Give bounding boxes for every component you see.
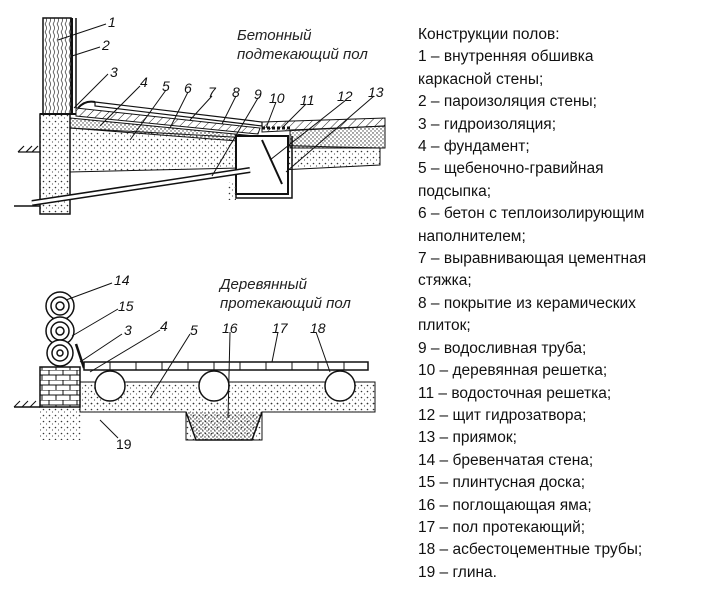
callout-1: 1 — [108, 14, 116, 30]
concrete-floor-section — [14, 17, 386, 215]
callout-19: 19 — [116, 436, 132, 452]
asbestos-pipes — [94, 370, 356, 402]
water-seal-board — [261, 139, 283, 185]
callout-5b: 5 — [190, 322, 198, 338]
brick-foundation — [39, 366, 81, 408]
callout-15: 15 — [118, 298, 134, 314]
legend-line: 17 – пол протекающий; — [418, 518, 586, 536]
callout-3: 3 — [110, 64, 118, 80]
legend-line: 14 – бревенчатая стена; — [418, 451, 594, 469]
legend-line: наполнителем; — [418, 227, 526, 245]
legend-line: стяжка; — [418, 272, 472, 290]
legend-line: 19 – глина. — [418, 563, 497, 581]
legend-line: плиток; — [418, 317, 471, 335]
callout-4: 4 — [140, 74, 148, 90]
callout-13: 13 — [368, 84, 384, 100]
legend-title: Конструкции полов: — [418, 26, 560, 43]
legend-line: 12 – щит гидрозатвора; — [418, 406, 587, 424]
caption-line: Деревянный — [220, 276, 307, 293]
legend-line: 10 – деревянная решетка; — [418, 362, 608, 380]
callout-5: 5 — [162, 78, 170, 94]
callout-4b: 4 — [160, 318, 168, 334]
callout-14: 14 — [114, 272, 130, 288]
legend-line: 13 – приямок; — [418, 429, 517, 447]
legend-line: каркасной стены; — [418, 70, 544, 88]
legend-line: 7 – выравнивающая цементная — [418, 250, 647, 268]
sump-pit — [235, 135, 289, 195]
screed-layer — [75, 107, 261, 135]
legend-line: 5 – щебеночно-гравийная — [418, 160, 604, 178]
legend-line: 1 – внутренняя обшивка — [418, 48, 594, 66]
legend-line: подсыпка; — [418, 182, 492, 200]
legend-line: 11 – водосточная решетка; — [418, 384, 612, 402]
callout-3b: 3 — [124, 322, 132, 338]
callout-10: 10 — [269, 90, 285, 106]
legend: Конструкции полов: 1 – внутренняя обшивк… — [418, 24, 718, 584]
legend-line: 6 – бетон с теплоизолирующим — [418, 205, 645, 223]
caption-line: подтекающий пол — [237, 46, 368, 63]
caption-line: Бетонный — [237, 27, 312, 44]
concrete-floor-caption: Бетонный подтекающий пол — [237, 26, 368, 64]
legend-line: 3 – гидроизоляция; — [418, 115, 556, 133]
callout-18: 18 — [310, 320, 326, 336]
callout-8: 8 — [232, 84, 240, 100]
absorbing-pit — [185, 411, 263, 441]
callout-7: 7 — [208, 84, 216, 100]
legend-line: 8 – покрытие из керамических — [418, 294, 636, 312]
wooden-floor-caption: Деревянный протекающий пол — [220, 275, 351, 313]
callout-9: 9 — [254, 86, 262, 102]
callout-2: 2 — [102, 37, 110, 53]
callout-17: 17 — [272, 320, 288, 336]
gravel-base — [79, 381, 376, 441]
legend-line: 2 – пароизоляция стены; — [418, 93, 597, 111]
inner-wall-cladding — [42, 17, 72, 115]
leaking-floor — [83, 361, 369, 371]
legend-line: 4 – фундамент; — [418, 138, 530, 156]
legend-line: 9 – водосливная труба; — [418, 339, 587, 357]
callout-16: 16 — [222, 320, 238, 336]
callout-11: 11 — [300, 92, 315, 108]
legend-line: 15 – плинтусная доска; — [418, 474, 586, 492]
callout-6: 6 — [184, 80, 192, 96]
log-wall — [45, 291, 75, 367]
legend-line: 16 – поглощающая яма; — [418, 496, 592, 514]
callout-12: 12 — [337, 88, 353, 104]
caption-line: протекающий пол — [220, 295, 351, 312]
legend-line: 18 – асбестоцементные трубы; — [418, 541, 643, 559]
wooden-floor-section — [13, 282, 376, 441]
plinth-board — [74, 343, 86, 369]
